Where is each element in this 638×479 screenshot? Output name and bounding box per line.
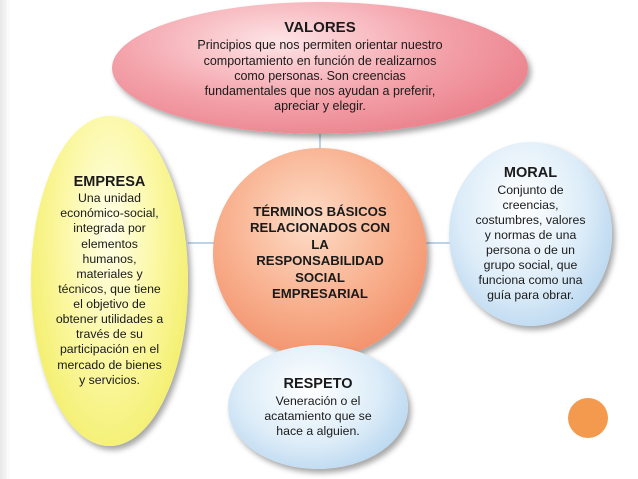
- node-center-rse: TÉRMINOS BÁSICOS RELACIONADOS CON LA RES…: [213, 148, 427, 358]
- empresa-line: mercado de bienes: [57, 357, 162, 372]
- valores-line: fundamentales que nos ayudan a preferir,: [204, 84, 436, 99]
- center-line: SOCIAL: [295, 269, 345, 285]
- empresa-line: integrada por: [73, 221, 146, 236]
- respeto-line: acatamiento que se: [264, 408, 372, 423]
- moral-line: persona o de un: [486, 243, 575, 257]
- empresa-line: elementos: [81, 236, 138, 251]
- center-title: TÉRMINOS BÁSICOS RELACIONADOS CON LA RES…: [250, 204, 390, 303]
- empresa-body: Una unidad económico-social, integrada p…: [56, 191, 163, 388]
- center-line: EMPRESARIAL: [272, 286, 368, 301]
- moral-line: creencias,: [502, 198, 559, 212]
- left-edge-stripe: [0, 0, 7, 479]
- empresa-line: y servicios.: [79, 372, 140, 387]
- empresa-line: Una unidad: [78, 191, 141, 206]
- respeto-body: Veneración o el acatamiento que se hace …: [264, 394, 371, 439]
- moral-line: guía para obrar.: [487, 288, 574, 302]
- valores-line: Principios que nos permiten orientar nue…: [197, 38, 443, 53]
- decorative-orange-circle: [568, 398, 608, 438]
- empresa-line: humanos,: [82, 251, 137, 266]
- moral-line: funciona como una: [478, 273, 583, 287]
- center-line: LA: [311, 236, 329, 252]
- empresa-line: económico-social,: [60, 206, 159, 221]
- moral-line: grupo social, que: [483, 258, 578, 272]
- center-line: TÉRMINOS BÁSICOS: [253, 203, 387, 219]
- empresa-line: el objetivo de: [73, 297, 146, 312]
- empresa-line: materiales y: [76, 266, 143, 281]
- moral-line: y normas de una: [484, 228, 577, 242]
- left-edge-stripe-inner: [7, 0, 10, 479]
- respeto-line: Veneración o el: [275, 393, 361, 408]
- node-moral: MORAL Conjunto de creencias, costumbres,…: [449, 142, 612, 326]
- moral-line: Conjunto de: [497, 183, 564, 197]
- moral-title: MORAL: [503, 165, 558, 181]
- valores-title: VALORES: [284, 19, 356, 37]
- valores-line: apreciar y elegir.: [274, 99, 366, 114]
- empresa-line: técnicos, que tiene: [58, 281, 161, 296]
- empresa-title: EMPRESA: [73, 174, 146, 191]
- node-valores: VALORES Principios que nos permiten orie…: [112, 2, 528, 134]
- valores-line: comportamiento en función de realizarnos: [203, 53, 437, 68]
- node-empresa: EMPRESA Una unidad económico-social, int…: [31, 116, 188, 446]
- empresa-line: participación en el: [59, 342, 160, 357]
- empresa-line: obtener utilidades a: [55, 312, 164, 327]
- valores-body: Principios que nos permiten orientar nue…: [197, 38, 442, 114]
- node-respeto: RESPETO Veneración o el acatamiento que …: [228, 345, 408, 469]
- empresa-line: través de su: [76, 327, 143, 342]
- center-line: RESPONSABILIDAD: [256, 253, 384, 268]
- moral-body: Conjunto de creencias, costumbres, valor…: [475, 183, 585, 303]
- moral-line: costumbres, valores: [475, 213, 586, 227]
- center-line: RELACIONADOS CON: [250, 220, 390, 235]
- respeto-title: RESPETO: [283, 375, 353, 392]
- respeto-line: hace a alguien.: [276, 423, 360, 438]
- valores-line: como personas. Son creencias: [234, 68, 406, 83]
